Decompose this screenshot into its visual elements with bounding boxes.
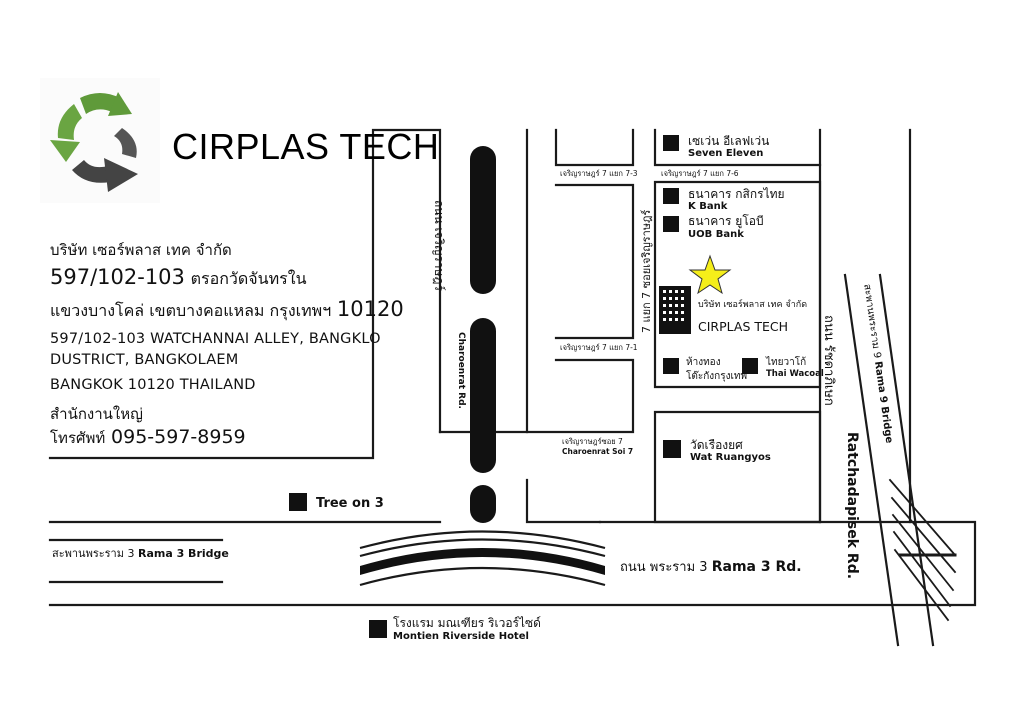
road-label-charoenrat-soi7-th: เจริญราษฎร์ซอย 7 <box>562 437 623 446</box>
seven-eleven-square-icon <box>663 135 679 151</box>
rama3-bridge-arc-1 <box>359 530 606 550</box>
road-label-ratchada-th: ถนน รัชดาภิเษก <box>821 315 836 406</box>
road-label-ratchada-en: Ratchadapisek Rd. <box>844 432 860 580</box>
wacoal-label-en: Thai Wacoal <box>766 369 824 379</box>
phone-label: โทรศัพท์ <box>50 429 106 447</box>
address-thai-street: 597/102-103 ตรอกวัดจันทรใน <box>50 265 307 292</box>
uob-label-en: UOB Bank <box>688 229 744 240</box>
road-label-rama3-rd: ถนน พระราม 3 Rama 3 Rd. <box>620 556 802 577</box>
company-marker-label-en: CIRPLAS TECH <box>698 319 789 334</box>
uob-square-icon <box>663 216 679 232</box>
address-head-office: สำนักงานใหญ่ <box>50 405 143 423</box>
road-soi7-right <box>653 128 822 167</box>
address-postcode: 10120 <box>336 297 404 321</box>
address-phone: โทรศัพท์ 095-597-8959 <box>50 426 246 450</box>
tree-square-icon <box>289 493 307 511</box>
wacoal-label-th: ไทยวาโก้ <box>766 357 807 368</box>
road-soi7-west <box>554 128 635 167</box>
road-soi7-lower <box>525 358 635 434</box>
road-rama9-bridge-right <box>878 273 935 647</box>
road-label-soi-7-1: เจริญราษฎร์ 7 แยก 7-1 <box>560 343 638 352</box>
road-rama9-bridge-hatch <box>888 478 957 622</box>
star-icon <box>688 254 732 295</box>
montien-square-icon <box>369 620 387 638</box>
road-charoenrat-band-2 <box>470 318 496 473</box>
rama3-bridge-arc-2 <box>359 538 606 558</box>
road-label-soi-7-3: เจริญราษฎร์ 7 แยก 7-3 <box>560 169 638 178</box>
montien-label-th: โรงแรม มณเฑียร ริเวอร์ไซด์ <box>393 616 541 630</box>
road-label-soi7-vertical: 7 แยก 7 ซอยเจริญราษฎร์ <box>640 209 653 333</box>
road-label-soi-7-6: เจริญราษฎร์ 7 แยก 7-6 <box>661 169 739 178</box>
address-alley: ตรอกวัดจันทรใน <box>190 269 307 288</box>
wat-label-en: Wat Ruangyos <box>690 452 771 463</box>
wat-label-th: วัดเรืองยศ <box>690 438 743 452</box>
seven-eleven-label-th: เซเว่น อีเลฟเว่น <box>688 134 770 148</box>
road-label-charoenrat-th: ถนน เจริญราษฎร์ <box>432 200 446 291</box>
gold-shop-square-icon <box>663 358 679 374</box>
brand-title: CIRPLAS TECH <box>172 126 440 167</box>
kbank-square-icon <box>663 188 679 204</box>
road-inner-block <box>525 478 602 524</box>
address-thai-company: บริษัท เซอร์พลาส เทค จำกัด <box>50 241 232 259</box>
montien-label-en: Montien Riverside Hotel <box>393 631 529 642</box>
kbank-label-en: K Bank <box>688 201 728 212</box>
seven-eleven-label-en: Seven Eleven <box>688 148 764 159</box>
address-district: แขวงบางโคล่ เขตบางคอแหลม กรุงเทพฯ <box>50 301 332 320</box>
phone-number: 095-597-8959 <box>111 426 246 448</box>
road-label-charoenrat-en: Charoenrat Rd. <box>456 332 466 409</box>
gold-shop-label-1: ห้างทอง <box>686 357 721 368</box>
address-english-2: DUSTRICT, BANGKOLAEM <box>50 352 239 368</box>
wat-square-icon <box>663 440 681 458</box>
rama3-bridge-band <box>360 548 605 575</box>
road-label-charoenrat-soi7-en: Charoenrat Soi 7 <box>562 447 634 456</box>
road-rama9-bridge-left <box>843 273 900 647</box>
rama3-rd-en: Rama 3 Rd. <box>711 559 802 575</box>
tree-on-3-label: Tree on 3 <box>316 496 384 511</box>
road-left-block-outline <box>48 128 442 460</box>
building-icon <box>659 286 691 334</box>
rama3-rd-th: ถนน พระราม 3 <box>620 560 708 575</box>
kbank-label-th: ธนาคาร กสิกรไทย <box>688 187 785 201</box>
road-rama3-top <box>48 520 977 607</box>
company-marker-label-th: บริษัท เซอร์พลาส เทค จำกัด <box>698 300 808 310</box>
rama3-bridge-arc-3 <box>359 566 606 587</box>
rama3-bridge-en: Rama 3 Bridge <box>137 547 229 560</box>
logo-panel <box>40 78 160 203</box>
address-english-1: 597/102-103 WATCHANNAI ALLEY, BANGKLO <box>50 331 381 347</box>
wacoal-square-icon <box>742 358 758 374</box>
road-label-rama3-bridge-th: สะพานพระราม 3 Rama 3 Bridge <box>52 544 229 562</box>
road-soi7-mid <box>554 183 635 340</box>
address-thai-district: แขวงบางโคล่ เขตบางคอแหลม กรุงเทพฯ 10120 <box>50 297 404 324</box>
road-soi7-bottom <box>653 410 822 524</box>
road-charoenrat-band-3 <box>470 485 496 523</box>
gold-shop-label-2: โต๊ะกังกรุงเทพ <box>686 371 748 382</box>
recycle-logo-icon <box>50 92 138 192</box>
address-number: 597/102-103 <box>50 265 185 289</box>
uob-label-th: ธนาคาร ยูโอบี <box>688 214 764 228</box>
address-english-3: BANGKOK 10120 THAILAND <box>50 377 256 393</box>
road-charoenrat-band <box>470 146 496 294</box>
rama3-bridge-th: สะพานพระราม 3 <box>52 547 135 560</box>
